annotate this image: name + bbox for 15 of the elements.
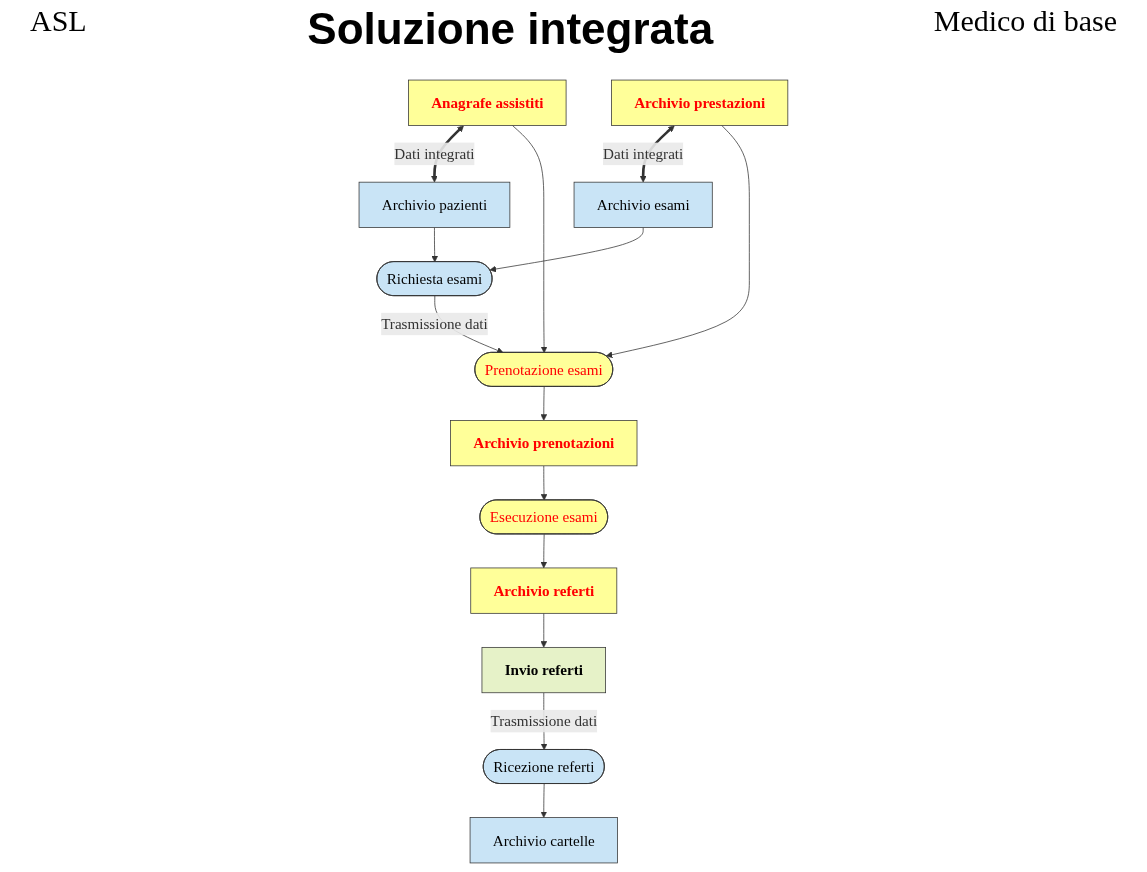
edge-label: Dati integrati xyxy=(603,145,684,163)
node-box: Archivio referti xyxy=(470,567,618,614)
node-box: Archivio pazienti xyxy=(358,181,511,228)
node-box: Archivio cartelle xyxy=(469,817,618,864)
edge-label: Trasmissione dati xyxy=(490,712,598,730)
node-box: Archivio prestazioni xyxy=(611,79,789,126)
group-label: ASL xyxy=(30,4,87,38)
edge-label: Trasmissione dati xyxy=(381,315,488,333)
node-box: Archivio prenotazioni xyxy=(450,420,638,467)
node-box: Anagrafe assistiti xyxy=(408,79,567,126)
node-box: Archivio esami xyxy=(573,181,713,228)
diagram-title: Soluzione integrata xyxy=(307,4,714,54)
edge-label: Dati integrati xyxy=(394,145,475,163)
node-box: Invio referti xyxy=(481,647,607,694)
group-label: Medico di base xyxy=(933,4,1117,38)
